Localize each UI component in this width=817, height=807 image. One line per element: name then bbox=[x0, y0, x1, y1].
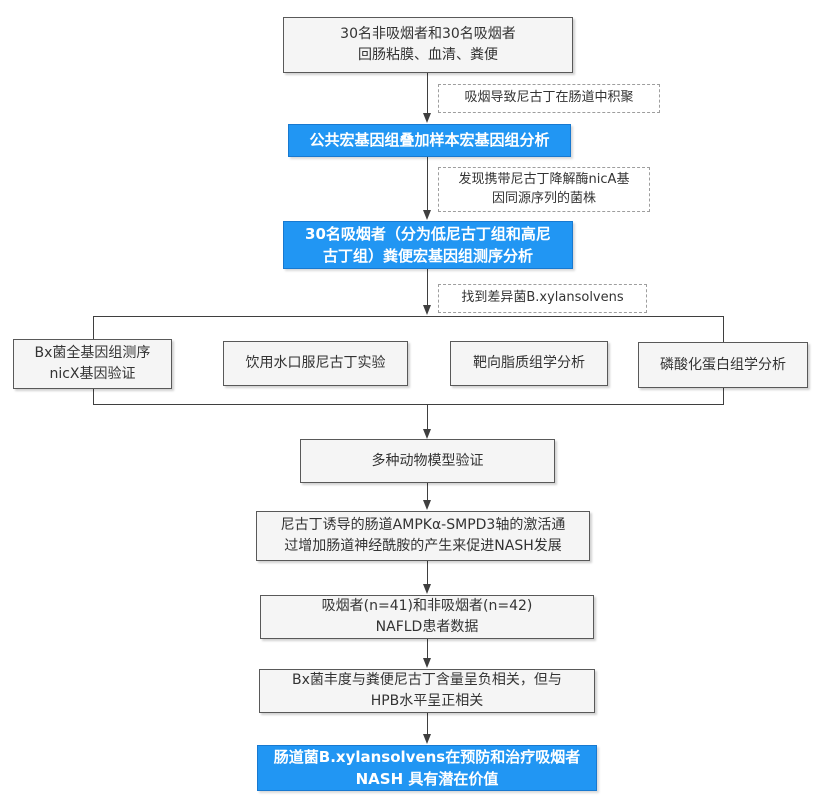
branch-bus-connector bbox=[93, 316, 724, 405]
arrow-correlation-to-conclusion bbox=[421, 713, 434, 744]
node-phosphoproteomics-text: 磷酸化蛋白组学分析 bbox=[660, 356, 786, 373]
node-ampk-smpd3-axis-box: 尼古丁诱导的肠道AMPKα-SMPD3轴的激活通 过增加肠道神经酰胺的产生来促进… bbox=[256, 511, 590, 561]
node-animal-models-box: 多种动物模型验证 bbox=[300, 439, 555, 483]
node-nafld-cohort-line1: 吸烟者(n=41)和非吸烟者(n=42) bbox=[321, 598, 533, 614]
node-conclusion-box: 肠道菌B.xylansolvens在预防和治疗吸烟者 NASH 具有潜在价值 bbox=[257, 745, 597, 791]
arrow-shaft bbox=[427, 561, 428, 586]
node-oral-nicotine-text: 饮用水口服尼古丁实验 bbox=[245, 355, 386, 371]
node-ampk-axis-line1: 尼古丁诱导的肠道AMPKα-SMPD3轴的激活通 bbox=[280, 517, 566, 533]
node-conclusion-line1: 肠道菌B.xylansolvens在预防和治疗吸烟者 bbox=[273, 747, 581, 766]
note-bx-xylansolvens-text: 找到差异菌B.xylansolvens bbox=[461, 290, 624, 306]
node-public-metagenome-text: 公共宏基因组叠加样本宏基因组分析 bbox=[309, 131, 550, 150]
arrow-public-to-smoker-metagenome bbox=[421, 157, 434, 220]
node-sample-cohort-line1: 30名非吸烟者和30名吸烟者 bbox=[340, 26, 516, 42]
arrow-cohort-to-correlation bbox=[421, 639, 434, 668]
arrow-head-icon bbox=[423, 210, 431, 220]
node-public-metagenome-box: 公共宏基因组叠加样本宏基因组分析 bbox=[288, 124, 571, 157]
arrow-head-icon bbox=[423, 500, 431, 510]
node-phosphoproteomics-box: 磷酸化蛋白组学分析 bbox=[638, 342, 808, 388]
arrow-head-icon bbox=[423, 584, 431, 594]
arrow-head-icon bbox=[423, 305, 431, 315]
node-sample-cohort-box: 30名非吸烟者和30名吸烟者 回肠粘膜、血清、粪便 bbox=[283, 17, 573, 73]
node-smoker-metagenome-box: 30名吸烟者（分为低尼古丁组和高尼 古丁组）粪便宏基因组测序分析 bbox=[283, 221, 573, 269]
node-lipidomics-box: 靶向脂质组学分析 bbox=[450, 341, 608, 386]
note-nica-gene: 发现携带尼古丁降解酶nicA基 因同源序列的菌株 bbox=[438, 167, 650, 212]
arrow-head-icon bbox=[423, 734, 431, 744]
node-sample-cohort-line2: 回肠粘膜、血清、粪便 bbox=[358, 47, 498, 63]
note-bx-xylansolvens-found: 找到差异菌B.xylansolvens bbox=[438, 284, 647, 313]
arrow-shaft bbox=[427, 713, 428, 736]
arrow-branches-to-animal-models bbox=[421, 405, 434, 439]
node-bx-genome-line1: Bx菌全基因组测序 bbox=[34, 345, 151, 361]
node-conclusion-line2: NASH 具有潜在价值 bbox=[355, 770, 499, 788]
arrow-head-icon bbox=[423, 658, 431, 668]
note-nica-gene-line2: 因同源序列的菌株 bbox=[491, 190, 596, 206]
node-bx-genome-sequencing-box: Bx菌全基因组测序 nicX基因验证 bbox=[13, 339, 172, 389]
arrow-shaft bbox=[427, 405, 428, 431]
note-nicotine-accumulation-text: 吸烟导致尼古丁在肠道中积聚 bbox=[464, 90, 634, 106]
arrow-shaft bbox=[427, 157, 428, 212]
arrow-shaft bbox=[427, 483, 428, 502]
arrow-shaft bbox=[427, 269, 428, 307]
node-lipidomics-text: 靶向脂质组学分析 bbox=[473, 355, 585, 371]
node-ampk-axis-line2: 过增加肠道神经酰胺的产生来促进NASH发展 bbox=[284, 538, 562, 554]
node-animal-models-text: 多种动物模型验证 bbox=[371, 452, 484, 469]
node-smoker-metagenome-line1: 30名吸烟者（分为低尼古丁组和高尼 bbox=[305, 224, 551, 243]
node-nafld-cohort-box: 吸烟者(n=41)和非吸烟者(n=42) NAFLD患者数据 bbox=[260, 595, 594, 639]
arrow-head-icon bbox=[423, 113, 431, 123]
arrow-head-icon bbox=[423, 429, 431, 439]
arrow-shaft bbox=[427, 73, 428, 115]
note-nica-gene-line1: 发现携带尼古丁降解酶nicA基 bbox=[458, 171, 630, 187]
arrow-smoker-metagenome-to-branches bbox=[421, 269, 434, 315]
node-oral-nicotine-experiment-box: 饮用水口服尼古丁实验 bbox=[223, 341, 408, 386]
node-bx-genome-line2: nicX基因验证 bbox=[49, 366, 136, 382]
node-bx-correlation-line1: Bx菌丰度与粪便尼古丁含量呈负相关，但与 bbox=[292, 672, 562, 688]
node-nafld-cohort-line2: NAFLD患者数据 bbox=[375, 619, 479, 635]
node-bx-correlation-box: Bx菌丰度与粪便尼古丁含量呈负相关，但与 HPB水平呈正相关 bbox=[259, 669, 595, 713]
arrow-animal-to-ampk bbox=[421, 483, 434, 510]
note-nicotine-accumulation: 吸烟导致尼古丁在肠道中积聚 bbox=[438, 84, 660, 113]
node-smoker-metagenome-line2: 古丁组）粪便宏基因组测序分析 bbox=[322, 247, 533, 265]
node-bx-correlation-line2: HPB水平呈正相关 bbox=[370, 693, 484, 709]
arrow-samples-to-public-metagenome bbox=[421, 73, 434, 123]
arrow-shaft bbox=[427, 639, 428, 660]
arrow-ampk-to-nafld-cohort bbox=[421, 561, 434, 594]
